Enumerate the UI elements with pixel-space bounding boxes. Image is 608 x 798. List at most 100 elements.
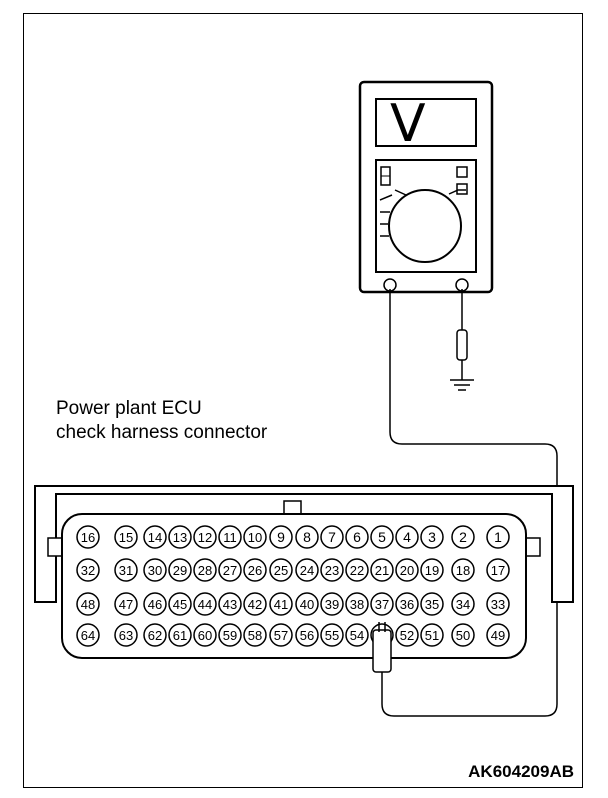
connector-housing <box>34 485 574 659</box>
pin-label-1: 1 <box>494 529 502 545</box>
pin-label-40: 40 <box>300 597 314 612</box>
pin-label-7: 7 <box>328 529 336 545</box>
pin-17 <box>486 558 510 582</box>
pin-61 <box>168 623 192 647</box>
pin-21 <box>370 558 394 582</box>
pin-35 <box>420 592 444 616</box>
pin-5 <box>370 525 394 549</box>
pin-label-50: 50 <box>456 628 470 643</box>
caption-line-1: Power plant ECU <box>56 398 202 419</box>
pin-label-52: 52 <box>400 628 414 643</box>
pin-label-27: 27 <box>223 563 237 578</box>
pin-label-55: 55 <box>325 628 339 643</box>
pin-34 <box>451 592 475 616</box>
pin-42 <box>243 592 267 616</box>
pin-label-26: 26 <box>248 563 262 578</box>
pin-40 <box>295 592 319 616</box>
pin-33 <box>486 592 510 616</box>
pin-label-25: 25 <box>274 563 288 578</box>
pin-label-19: 19 <box>425 563 439 578</box>
pin-label-30: 30 <box>148 563 162 578</box>
pin-label-13: 13 <box>173 530 187 545</box>
pin-38 <box>345 592 369 616</box>
pin-7 <box>320 525 344 549</box>
pin-label-23: 23 <box>325 563 339 578</box>
pin-11 <box>218 525 242 549</box>
pin-41 <box>269 592 293 616</box>
pin-59 <box>218 623 242 647</box>
pin-45 <box>168 592 192 616</box>
pin-46 <box>143 592 167 616</box>
pin-label-24: 24 <box>300 563 314 578</box>
pin-43 <box>218 592 242 616</box>
pin-label-60: 60 <box>198 628 212 643</box>
pin-label-63: 63 <box>119 628 133 643</box>
pin-13 <box>168 525 192 549</box>
pin-9 <box>269 525 293 549</box>
pin-57 <box>269 623 293 647</box>
pin-44 <box>193 592 217 616</box>
pin-52 <box>395 623 419 647</box>
pin-label-34: 34 <box>456 597 470 612</box>
pin-label-3: 3 <box>428 529 436 545</box>
pin-29 <box>168 558 192 582</box>
pin-label-12: 12 <box>198 530 212 545</box>
pin-4 <box>395 525 419 549</box>
pin-label-21: 21 <box>375 563 389 578</box>
probe-icon <box>372 622 392 673</box>
pin-label-28: 28 <box>198 563 212 578</box>
pin-50 <box>451 623 475 647</box>
pin-label-41: 41 <box>274 597 288 612</box>
pin-63 <box>114 623 138 647</box>
pin-label-18: 18 <box>456 563 470 578</box>
pin-label-37: 37 <box>375 597 389 612</box>
pin-15 <box>114 525 138 549</box>
pin-label-33: 33 <box>491 597 505 612</box>
pin-20 <box>395 558 419 582</box>
pin-28 <box>193 558 217 582</box>
pin-22 <box>345 558 369 582</box>
pin-55 <box>320 623 344 647</box>
pin-label-39: 39 <box>325 597 339 612</box>
voltmeter-icon <box>358 80 494 294</box>
pin-3 <box>420 525 444 549</box>
pin-19 <box>420 558 444 582</box>
pin-24 <box>295 558 319 582</box>
pin-label-5: 5 <box>378 529 386 545</box>
pin-30 <box>143 558 167 582</box>
pin-39 <box>320 592 344 616</box>
pin-label-4: 4 <box>403 529 411 545</box>
pin-label-9: 9 <box>277 529 285 545</box>
figure-id: AK604209AB <box>468 762 574 781</box>
pin-label-22: 22 <box>350 563 364 578</box>
pin-label-8: 8 <box>303 529 311 545</box>
pin-label-48: 48 <box>81 597 95 612</box>
pin-label-11: 11 <box>223 530 237 545</box>
pin-label-43: 43 <box>223 597 237 612</box>
pin-8 <box>295 525 319 549</box>
pin-label-45: 45 <box>173 597 187 612</box>
pin-25 <box>269 558 293 582</box>
pin-26 <box>243 558 267 582</box>
pin-12 <box>193 525 217 549</box>
pin-label-61: 61 <box>173 628 187 643</box>
pin-23 <box>320 558 344 582</box>
pin-label-56: 56 <box>300 628 314 643</box>
pin-label-38: 38 <box>350 597 364 612</box>
pin-36 <box>395 592 419 616</box>
pin-37 <box>370 592 394 616</box>
pin-2 <box>451 525 475 549</box>
pin-label-20: 20 <box>400 563 414 578</box>
pin-label-35: 35 <box>425 597 439 612</box>
pin-label-54: 54 <box>350 628 364 643</box>
diagram-frame <box>23 13 583 788</box>
pin-64 <box>76 623 100 647</box>
pin-label-49: 49 <box>491 628 505 643</box>
pin-label-6: 6 <box>353 529 361 545</box>
pin-51 <box>420 623 444 647</box>
pin-16 <box>76 525 100 549</box>
pin-56 <box>295 623 319 647</box>
pin-label-51: 51 <box>425 628 439 643</box>
pin-31 <box>114 558 138 582</box>
